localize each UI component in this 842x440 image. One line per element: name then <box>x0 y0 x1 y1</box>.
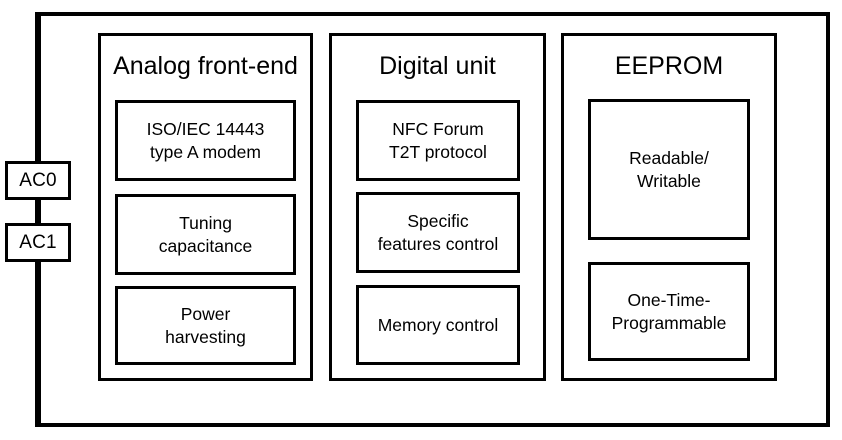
block-specific-features-control[interactable]: Specific features control <box>356 192 520 273</box>
section-digital-unit-title: Digital unit <box>379 52 496 80</box>
block-nfc-forum-t2t-line-2: T2T protocol <box>389 141 487 162</box>
block-one-time-programmable-line-1: One-Time- <box>627 290 711 311</box>
wire-ac1-to-bottom <box>35 259 39 427</box>
block-specific-features-control-line-1: Specific <box>407 211 469 232</box>
section-eeprom-title: EEPROM <box>614 52 724 80</box>
block-one-time-programmable-line-2: Programmable <box>611 312 727 333</box>
block-power-harvesting-line-1: Power <box>180 304 231 325</box>
block-iso-modem-line-2: type A modem <box>150 141 261 162</box>
pin-ac0[interactable]: AC0 <box>5 161 71 200</box>
block-power-harvesting[interactable]: Power harvesting <box>115 286 296 365</box>
block-specific-features-control-line-2: features control <box>377 233 499 254</box>
pin-ac1-label: AC1 <box>19 232 57 253</box>
wire-top-to-ac0 <box>35 12 39 164</box>
pin-ac0-label: AC0 <box>19 170 57 191</box>
block-readable-writable[interactable]: Readable/ Writable <box>588 99 750 240</box>
pin-ac1[interactable]: AC1 <box>5 223 71 262</box>
wire-ac0-to-ac1 <box>35 197 39 226</box>
block-power-harvesting-line-2: harvesting <box>165 326 246 347</box>
block-nfc-forum-t2t[interactable]: NFC Forum T2T protocol <box>356 100 520 181</box>
chip-outline <box>37 12 830 427</box>
block-memory-control[interactable]: Memory control <box>356 285 520 365</box>
block-readable-writable-line-1: Readable/ <box>629 148 709 169</box>
block-tuning-capacitance-line-2: capacitance <box>158 235 253 256</box>
block-one-time-programmable[interactable]: One-Time- Programmable <box>588 262 750 361</box>
block-tuning-capacitance[interactable]: Tuning capacitance <box>115 194 296 275</box>
block-memory-control-line-1: Memory control <box>377 314 499 335</box>
block-tuning-capacitance-line-1: Tuning <box>179 213 232 234</box>
block-iso-modem-line-1: ISO/IEC 14443 <box>146 119 265 140</box>
section-analog-front-end-title: Analog front-end <box>113 52 298 80</box>
block-readable-writable-line-2: Writable <box>637 170 701 191</box>
block-iso-modem[interactable]: ISO/IEC 14443 type A modem <box>115 100 296 181</box>
block-nfc-forum-t2t-line-1: NFC Forum <box>392 119 484 140</box>
